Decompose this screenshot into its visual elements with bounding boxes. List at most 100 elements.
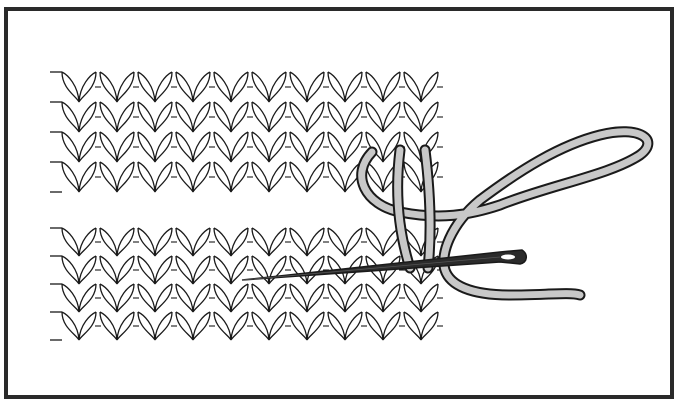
bottom-stitch	[193, 228, 210, 256]
bottom-stitch	[193, 284, 210, 312]
top-stitch	[307, 132, 324, 162]
bottom-stitch	[176, 228, 193, 256]
bottom-stitch	[214, 228, 231, 256]
top-stitch	[421, 72, 438, 102]
top-stitch	[138, 162, 155, 192]
bottom-stitch	[155, 284, 172, 312]
top-stitch	[176, 162, 193, 192]
top-stitch	[138, 102, 155, 132]
top-stitch	[214, 162, 231, 192]
top-stitch	[193, 72, 210, 102]
top-stitch	[252, 162, 269, 192]
top-stitch	[290, 102, 307, 132]
top-stitch	[345, 72, 362, 102]
bottom-stitch	[345, 312, 362, 340]
bottom-stitch	[79, 284, 96, 312]
bottom-stitch	[155, 228, 172, 256]
top-stitch	[79, 72, 96, 102]
top-stitch	[62, 162, 79, 192]
top-stitch	[155, 132, 172, 162]
bottom-stitch	[345, 284, 362, 312]
bottom-stitch	[138, 284, 155, 312]
bottom-stitch	[62, 228, 79, 256]
bottom-stitch	[307, 284, 324, 312]
bottom-stitch	[79, 312, 96, 340]
top-stitch	[231, 102, 248, 132]
top-stitch	[290, 72, 307, 102]
bottom-stitch	[269, 284, 286, 312]
bottom-stitch	[138, 256, 155, 284]
top-stitch	[252, 132, 269, 162]
top-stitch	[383, 102, 400, 132]
top-stitch	[383, 72, 400, 102]
top-stitch	[176, 102, 193, 132]
top-stitch	[176, 72, 193, 102]
bottom-stitch	[117, 256, 134, 284]
top-stitch	[100, 162, 117, 192]
bottom-stitch	[176, 284, 193, 312]
top-stitch	[404, 102, 421, 132]
bottom-stitch	[117, 312, 134, 340]
top-stitch	[345, 102, 362, 132]
bottom-stitch	[231, 228, 248, 256]
bottom-stitch	[214, 284, 231, 312]
top-stitch	[100, 72, 117, 102]
bottom-stitch	[404, 312, 421, 340]
bottom-stitch	[252, 312, 269, 340]
bottom-stitch	[62, 256, 79, 284]
top-stitch	[404, 72, 421, 102]
bottom-stitch	[193, 312, 210, 340]
bottom-stitch	[100, 228, 117, 256]
bottom-stitch	[290, 256, 307, 284]
top-stitch	[421, 102, 438, 132]
top-stitch	[366, 72, 383, 102]
top-stitch	[62, 102, 79, 132]
bottom-knitted-fabric	[50, 228, 443, 340]
bottom-stitch	[269, 256, 286, 284]
top-stitch	[100, 132, 117, 162]
bottom-stitch	[328, 284, 345, 312]
bottom-stitch	[79, 228, 96, 256]
bottom-stitch	[421, 312, 438, 340]
top-stitch	[328, 72, 345, 102]
top-stitch	[176, 132, 193, 162]
top-stitch	[307, 102, 324, 132]
bottom-stitch	[290, 312, 307, 340]
top-stitch	[117, 162, 134, 192]
top-stitch	[214, 102, 231, 132]
top-stitch	[62, 72, 79, 102]
top-stitch	[290, 132, 307, 162]
top-stitch	[231, 162, 248, 192]
top-stitch	[252, 72, 269, 102]
bottom-stitch	[155, 312, 172, 340]
bottom-stitch	[100, 256, 117, 284]
top-stitch	[328, 132, 345, 162]
top-stitch	[155, 102, 172, 132]
top-stitch	[79, 162, 96, 192]
top-stitch	[404, 162, 421, 192]
top-stitch	[269, 72, 286, 102]
top-stitch	[79, 132, 96, 162]
bottom-stitch	[155, 256, 172, 284]
top-stitch	[138, 132, 155, 162]
bottom-stitch	[345, 228, 362, 256]
bottom-stitch	[231, 312, 248, 340]
top-stitch	[100, 102, 117, 132]
bottom-stitch	[176, 312, 193, 340]
frame-border	[6, 9, 672, 397]
top-stitch	[252, 102, 269, 132]
top-stitch	[290, 162, 307, 192]
top-stitch	[214, 132, 231, 162]
bottom-stitch	[231, 284, 248, 312]
top-stitch	[404, 132, 421, 162]
bottom-stitch	[117, 284, 134, 312]
top-stitch	[231, 72, 248, 102]
bottom-stitch	[269, 228, 286, 256]
top-stitch	[193, 132, 210, 162]
top-knitted-fabric	[50, 72, 443, 192]
bottom-stitch	[328, 228, 345, 256]
bottom-stitch	[307, 256, 324, 284]
bottom-stitch	[100, 284, 117, 312]
bottom-stitch	[117, 228, 134, 256]
